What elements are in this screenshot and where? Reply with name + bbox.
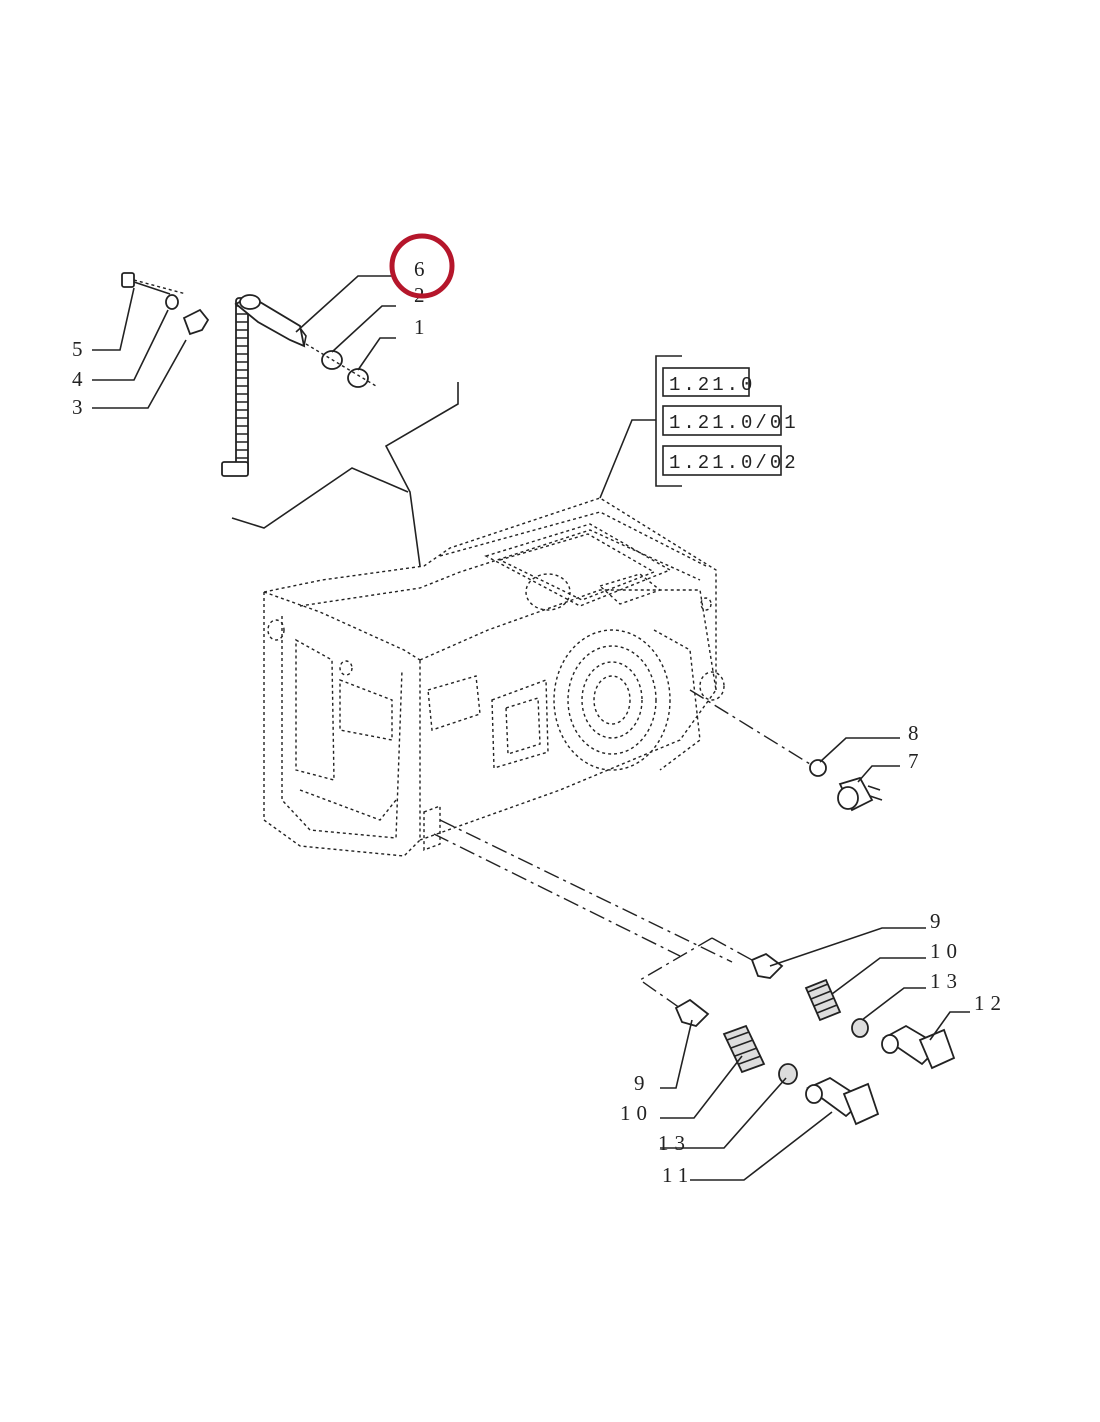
callout-13-lower: 13 [658,1131,691,1155]
sensor-part-7 [837,776,883,812]
plunger-part-9-lower [674,998,710,1028]
washer-part [165,294,179,310]
bolt-part [121,272,187,295]
transmission-housing [263,497,725,857]
centerline-upper [439,819,733,963]
washer-part-13-upper [851,1018,869,1038]
callout-6: 6 [414,257,431,281]
callout-12: 12 [974,991,1007,1015]
callout-10-lower: 10 [620,1101,653,1125]
callout-9-upper: 9 [930,909,947,933]
centerline-branch [711,937,753,961]
callout-1: 1 [414,315,431,339]
leader-lines-bottom [660,927,970,1181]
callout-3: 3 [72,395,89,419]
lower-right-parts [674,952,956,1126]
pipe-assembly-part [221,294,307,477]
centerline-sensor [689,689,811,765]
washer-part-13-lower [778,1063,798,1085]
reference-box-2[interactable] [662,405,782,436]
reference-box-3[interactable] [662,445,782,476]
callout-8: 8 [908,721,925,745]
o-ring-part-8 [809,759,827,777]
leader-lines-top [92,275,396,409]
plunger-part-9-upper [750,952,784,979]
highlight-circle [389,233,455,299]
reference-label-3: 1.21.0/02 [669,452,799,474]
reference-group: 1.21.0 1.21.0/01 1.21.0/02 [599,355,799,499]
reference-box-1[interactable] [662,367,750,397]
switch-part-11 [805,1076,880,1126]
spring-part-10-lower [722,1024,766,1074]
reference-label-1: 1.21.0 [669,374,755,396]
switch-part-12 [881,1024,956,1070]
callout-13-upper: 13 [930,969,963,993]
callout-7: 7 [908,749,925,773]
spring-part-10-upper [804,978,842,1022]
centerline-lower [433,833,681,957]
callout-10-upper: 10 [930,939,963,963]
callout-9-lower: 9 [634,1071,651,1095]
reference-label-2: 1.21.0/01 [669,412,799,434]
leader-8 [819,737,900,763]
pointer-break-line [231,467,409,529]
o-ring-part-1 [347,368,369,388]
top-left-parts [121,272,377,477]
bracket-part [182,308,210,336]
callout-5: 5 [72,337,89,361]
leader-7 [857,765,900,783]
pointer-line [384,382,459,567]
callout-11: 11 [662,1163,694,1187]
callout-4: 4 [72,367,89,391]
